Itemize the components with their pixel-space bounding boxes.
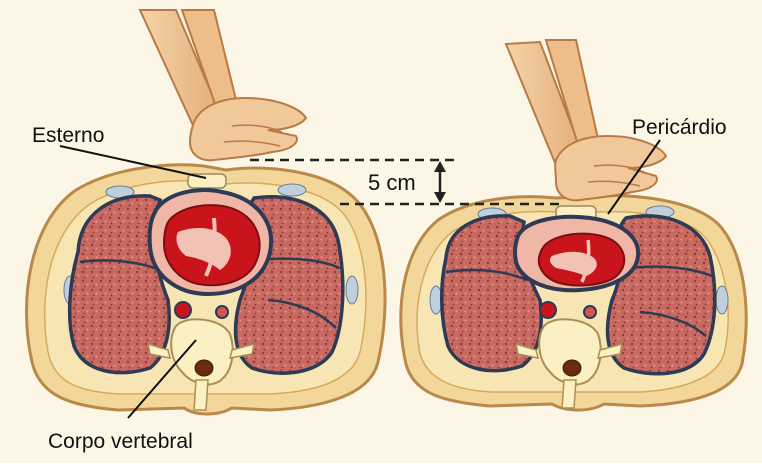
- right-aorta: [540, 302, 556, 318]
- left-spinal-canal: [195, 360, 213, 376]
- left-rib: [278, 184, 306, 196]
- left-rib: [346, 276, 358, 304]
- right-chest-section: [401, 196, 746, 410]
- left-vessel: [216, 306, 228, 318]
- pericardio-label: Pericárdio: [632, 116, 727, 139]
- right-spinal-canal: [563, 360, 581, 376]
- right-vessel: [584, 306, 596, 318]
- esterno-label: Esterno: [32, 124, 104, 147]
- left-chest-section: [26, 165, 385, 414]
- left-aorta: [175, 302, 191, 318]
- right-rib: [716, 286, 728, 314]
- corpo-vertebral-label: Corpo vertebral: [48, 430, 193, 453]
- depth-label: 5 cm: [368, 170, 416, 195]
